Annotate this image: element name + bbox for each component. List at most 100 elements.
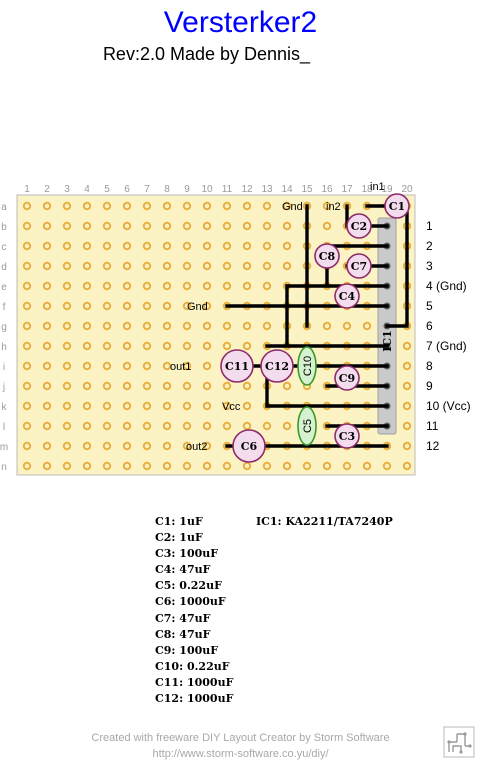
c9-capacitor-label: C9 (339, 372, 355, 385)
board-hole (82, 381, 92, 391)
board-hole (82, 341, 92, 351)
footer-url[interactable]: http://www.storm-software.co.yu/diy/ (152, 748, 329, 760)
board-hole (62, 281, 72, 291)
board-hole (182, 361, 192, 371)
board-hole (122, 301, 132, 311)
c10-capacitor (297, 346, 317, 386)
board-hole (22, 261, 32, 271)
parts-list-item: C2: 1uF (155, 531, 203, 545)
board-hole (222, 281, 232, 291)
board-hole (382, 461, 392, 471)
c11-capacitor (220, 349, 254, 383)
board-hole (162, 301, 172, 311)
board-hole (402, 381, 412, 391)
board-hole (62, 261, 72, 271)
row-letter: n (1, 462, 7, 473)
board-hole (22, 201, 32, 211)
ic-pin-label: 4 (Gnd) (426, 279, 467, 293)
board-hole (282, 241, 292, 251)
row-letter: b (1, 222, 7, 233)
board-hole (182, 281, 192, 291)
ic-pin-label: 10 (Vcc) (426, 399, 471, 413)
board-hole (22, 441, 32, 451)
board-hole (62, 441, 72, 451)
board-hole (222, 341, 232, 351)
ic-pin-label: 7 (Gnd) (426, 339, 467, 353)
out2-label: out2 (186, 441, 207, 453)
board-hole (82, 441, 92, 451)
board-hole (102, 441, 112, 451)
parts-list-item: C12: 1000uF (155, 692, 234, 706)
out1-label: out1 (170, 361, 191, 373)
board-hole (82, 261, 92, 271)
board-hole (322, 321, 332, 331)
board-hole (402, 461, 412, 471)
board-hole (202, 341, 212, 351)
parts-list-item: C8: 47uF (155, 627, 211, 641)
board-hole (142, 301, 152, 311)
board-hole (262, 321, 272, 331)
board-hole (222, 421, 232, 431)
board-hole (122, 221, 132, 231)
ic-pin-label: 8 (426, 359, 433, 373)
board-hole (142, 241, 152, 251)
board-hole (42, 401, 52, 411)
c3-capacitor-label: C3 (339, 430, 355, 443)
board-hole (142, 361, 152, 371)
parts-list-item: C9: 100uF (155, 643, 219, 657)
board-hole (42, 221, 52, 231)
column-number: 18 (361, 184, 373, 195)
board-hole (202, 321, 212, 331)
board-hole (242, 381, 252, 391)
board-hole (182, 441, 192, 451)
board-hole (142, 421, 152, 431)
board-hole (162, 281, 172, 291)
board-hole (202, 241, 212, 251)
board-hole (142, 281, 152, 291)
row-letter: g (1, 322, 7, 333)
board-hole (22, 401, 32, 411)
board-hole (22, 301, 32, 311)
ic-pin-label: 3 (426, 259, 433, 273)
in1-label: in1 (370, 181, 385, 193)
board-hole (242, 421, 252, 431)
column-number: 8 (164, 184, 170, 195)
column-number: 11 (222, 184, 233, 195)
board-hole (182, 341, 192, 351)
board-hole (22, 341, 32, 351)
vcc-label: Vcc (222, 401, 241, 413)
board-hole (242, 461, 252, 471)
board-hole (142, 321, 152, 331)
c4-capacitor (334, 283, 360, 309)
ic-pin-label: 12 (426, 439, 440, 453)
board-hole (122, 201, 132, 211)
board-hole (142, 401, 152, 411)
board-hole (182, 421, 192, 431)
board-hole (82, 361, 92, 371)
board-hole (82, 461, 92, 471)
board-hole (262, 261, 272, 271)
board-hole (102, 421, 112, 431)
c4-capacitor-label: C4 (339, 290, 356, 303)
board-hole (42, 381, 52, 391)
column-number: 1 (24, 184, 30, 195)
board-hole (402, 441, 412, 451)
board-hole (122, 341, 132, 351)
parts-list-item: C5: 0.22uF (155, 579, 222, 593)
board-hole (102, 201, 112, 211)
parts-list-item: C6: 1000uF (155, 595, 226, 609)
board-hole (82, 281, 92, 291)
c10-capacitor-label: C10 (302, 356, 314, 376)
board-hole (42, 201, 52, 211)
c12-capacitor-label: C12 (265, 360, 289, 373)
board-hole (122, 241, 132, 251)
board-hole (102, 341, 112, 351)
board-hole (22, 221, 32, 231)
parts-list-item: C4: 47uF (155, 563, 211, 577)
board-hole (102, 221, 112, 231)
board-hole (282, 381, 292, 391)
c8-capacitor (314, 243, 340, 269)
board-hole (362, 461, 372, 471)
column-number: 6 (124, 184, 130, 195)
board-hole (302, 461, 312, 471)
